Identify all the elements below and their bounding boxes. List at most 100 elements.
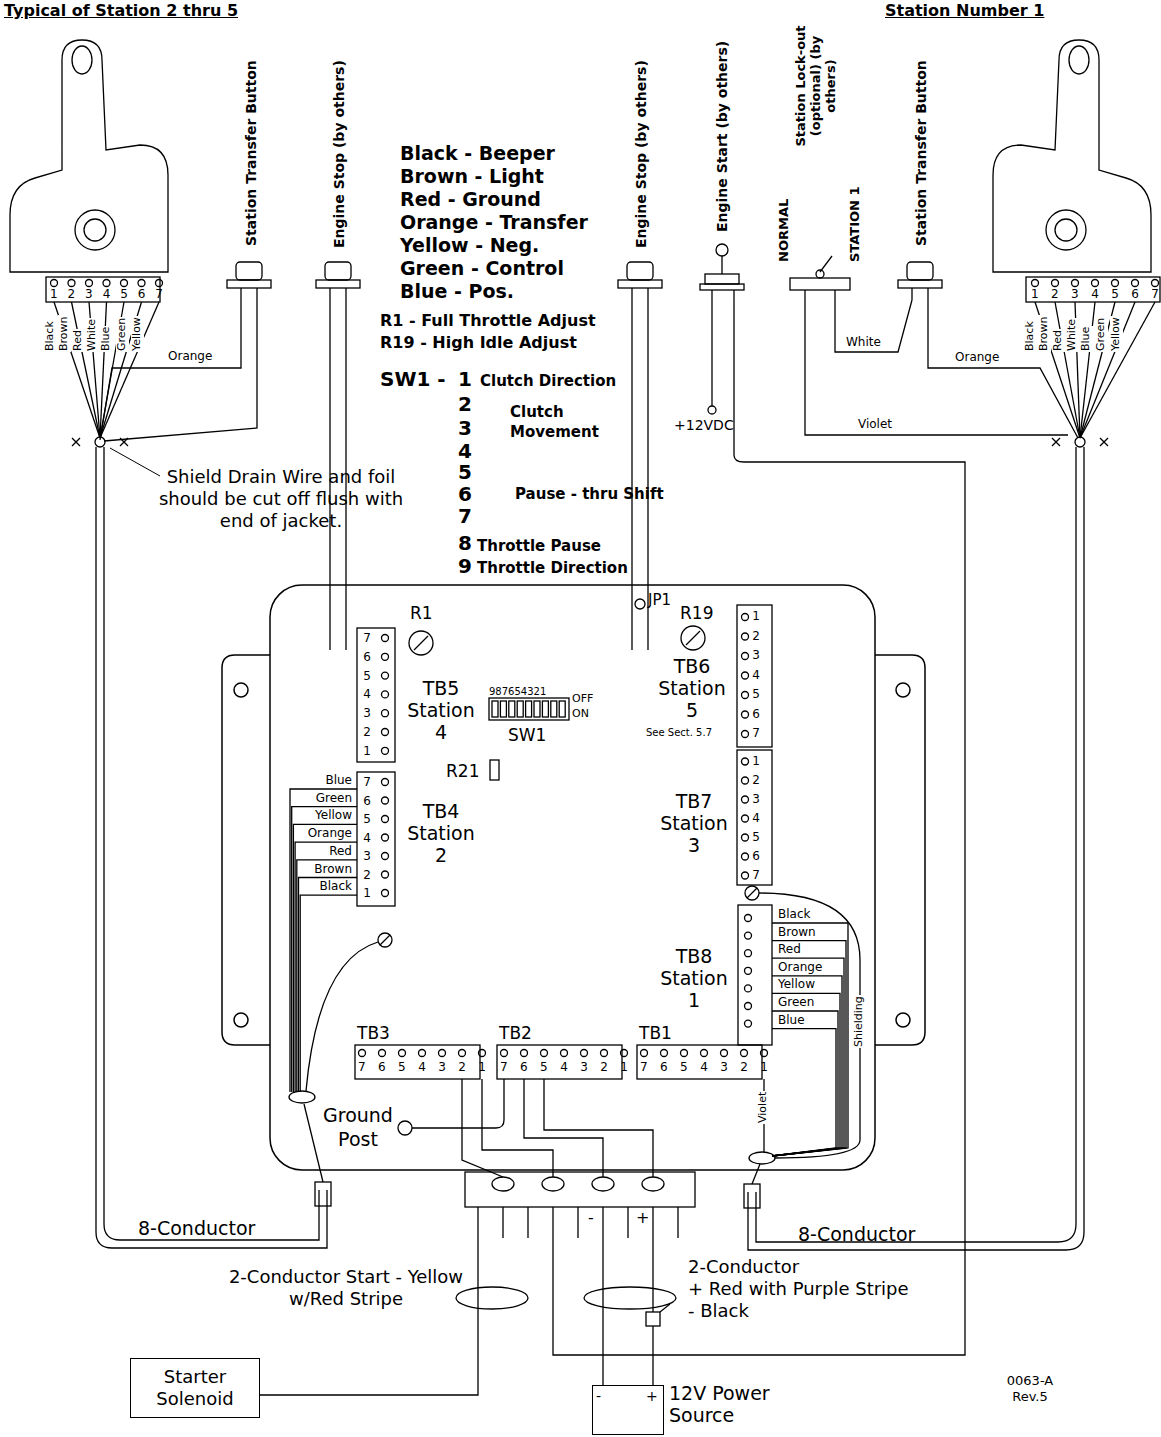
annotation-label: R19 — [680, 604, 713, 624]
terminal-pin — [742, 853, 749, 860]
annotation-label: R1 — [410, 604, 433, 624]
throttle-lever — [10, 40, 168, 272]
wire-label: Red — [72, 329, 85, 352]
connector-pin — [677, 1207, 678, 1238]
terminal-pin — [521, 1050, 528, 1057]
connector-pin — [652, 1207, 653, 1238]
wire-label: Red — [1052, 329, 1065, 352]
terminal-pin — [742, 692, 749, 699]
terminal-pin — [86, 280, 93, 287]
annotation-label: 2 — [458, 393, 472, 415]
station-wire — [772, 976, 842, 1156]
wire-label: Engine Start (by others) — [714, 41, 730, 232]
terminal-pin — [68, 280, 75, 287]
annotation-label: 8 — [458, 532, 472, 554]
annotation-label: +12VDC — [674, 417, 734, 433]
terminal-pin — [1132, 280, 1139, 287]
terminal-pins — [51, 280, 1159, 1057]
terminal-pin — [581, 1050, 588, 1057]
connector-pin — [502, 1207, 503, 1238]
terminal-pin — [382, 871, 389, 878]
terminal-pin — [742, 731, 749, 738]
annotation-label: 6 — [458, 483, 472, 505]
annotation-label: 1 2 3 4 5 6 7 — [50, 288, 163, 301]
annotation-label: Blue — [778, 1014, 805, 1028]
terminal-pin — [379, 1050, 386, 1057]
terminal-pin — [742, 614, 749, 621]
terminal-pin — [745, 985, 752, 992]
terminal-pin — [742, 711, 749, 718]
annotation-label: Orange — [778, 961, 822, 975]
annotation-label: 8-Conductor — [798, 1224, 915, 1246]
wire-label: Station Lock-out (optional) (by others) — [793, 22, 838, 150]
annotation-label: Green — [300, 792, 352, 806]
annotation-label: 7 6 5 4 3 2 1 — [361, 773, 373, 903]
annotation-label: Brown — [778, 926, 816, 940]
lever-wire — [1080, 302, 1135, 438]
annotation-label: 1 2 3 4 5 6 7 — [1031, 288, 1159, 301]
terminal-pin — [1152, 280, 1159, 287]
8-conductor-cable — [96, 447, 1084, 1250]
annotation-label: Orange — [300, 827, 352, 841]
annotation-label: Blue — [300, 774, 352, 788]
annotation-label: Green — [778, 996, 814, 1010]
wire-label: Engine Stop (by others) — [633, 60, 649, 248]
board-parts — [355, 599, 772, 1135]
annotation-label: Shield Drain Wire and foil should be cut… — [150, 466, 412, 532]
annotation-label: Blue - Pos. — [400, 281, 514, 303]
annotation-label: 7 6 5 4 3 2 1 — [358, 1060, 486, 1074]
connector-pin — [527, 1207, 528, 1238]
annotation-label: R1 - Full Throttle Adjust — [380, 312, 596, 330]
wire-label: Blue — [100, 326, 113, 352]
annotation-label: Throttle Pause — [477, 538, 601, 555]
annotation-label: Ground Post — [318, 1103, 398, 1151]
annotation-label: See Sect. 5.7 — [646, 727, 712, 739]
station-wire — [299, 878, 358, 1093]
annotation-label: - — [588, 1209, 594, 1227]
terminal-pin — [382, 710, 389, 717]
dip-toggle — [517, 701, 523, 717]
annotation-label: 5 — [458, 461, 472, 483]
annotation-label: JP1 — [648, 592, 671, 609]
annotation-label: R21 — [446, 762, 479, 782]
terminal-pin — [742, 633, 749, 640]
transfer-button — [898, 262, 942, 300]
terminal-pin — [1112, 280, 1119, 287]
station-wires — [72, 300, 1108, 1355]
terminal-pin — [742, 834, 749, 841]
terminal-pin — [742, 758, 749, 765]
annotation-label: 2-Conductor Start - Yellow w/Red Stripe — [228, 1266, 464, 1310]
lever-wire — [1080, 302, 1155, 438]
annotation-label: Red — [778, 943, 801, 957]
wire-label: Yellow — [1110, 316, 1123, 352]
connector-pin — [552, 1207, 553, 1238]
annotation-label: Violet — [858, 418, 892, 432]
annotation-label: Clutch Direction — [480, 373, 616, 390]
terminal-pin — [701, 1050, 708, 1057]
annotation-label: 1 2 3 4 5 6 7 — [750, 752, 762, 885]
transfer-button — [227, 262, 271, 300]
terminal-pin — [382, 672, 389, 679]
component-label: Starter Solenoid — [131, 1366, 259, 1409]
station-wire — [772, 1011, 838, 1156]
station-wire — [292, 807, 357, 1092]
terminal-pin — [138, 280, 145, 287]
station-wire — [293, 824, 357, 1092]
annotation-label: TB6 Station 5 — [650, 655, 734, 721]
terminal-pin — [601, 1050, 608, 1057]
terminal-pin — [382, 653, 389, 660]
terminal-pin — [745, 915, 752, 922]
terminal-pin — [741, 1050, 748, 1057]
annotation-label: Black — [778, 908, 810, 922]
terminal-pin — [156, 280, 163, 287]
annotation-label: Brown — [300, 863, 352, 877]
terminal-pin — [382, 779, 389, 786]
wire-label: Green — [1095, 317, 1108, 352]
annotation-label: ON — [572, 708, 589, 721]
station-wire — [290, 789, 357, 1092]
terminal-pin — [541, 1050, 548, 1057]
annotation-label: + Red with Purple Stripe — [688, 1279, 909, 1300]
annotation-label: TB2 — [499, 1024, 532, 1044]
terminal-pin — [399, 1050, 406, 1057]
terminal-pin — [1072, 280, 1079, 287]
